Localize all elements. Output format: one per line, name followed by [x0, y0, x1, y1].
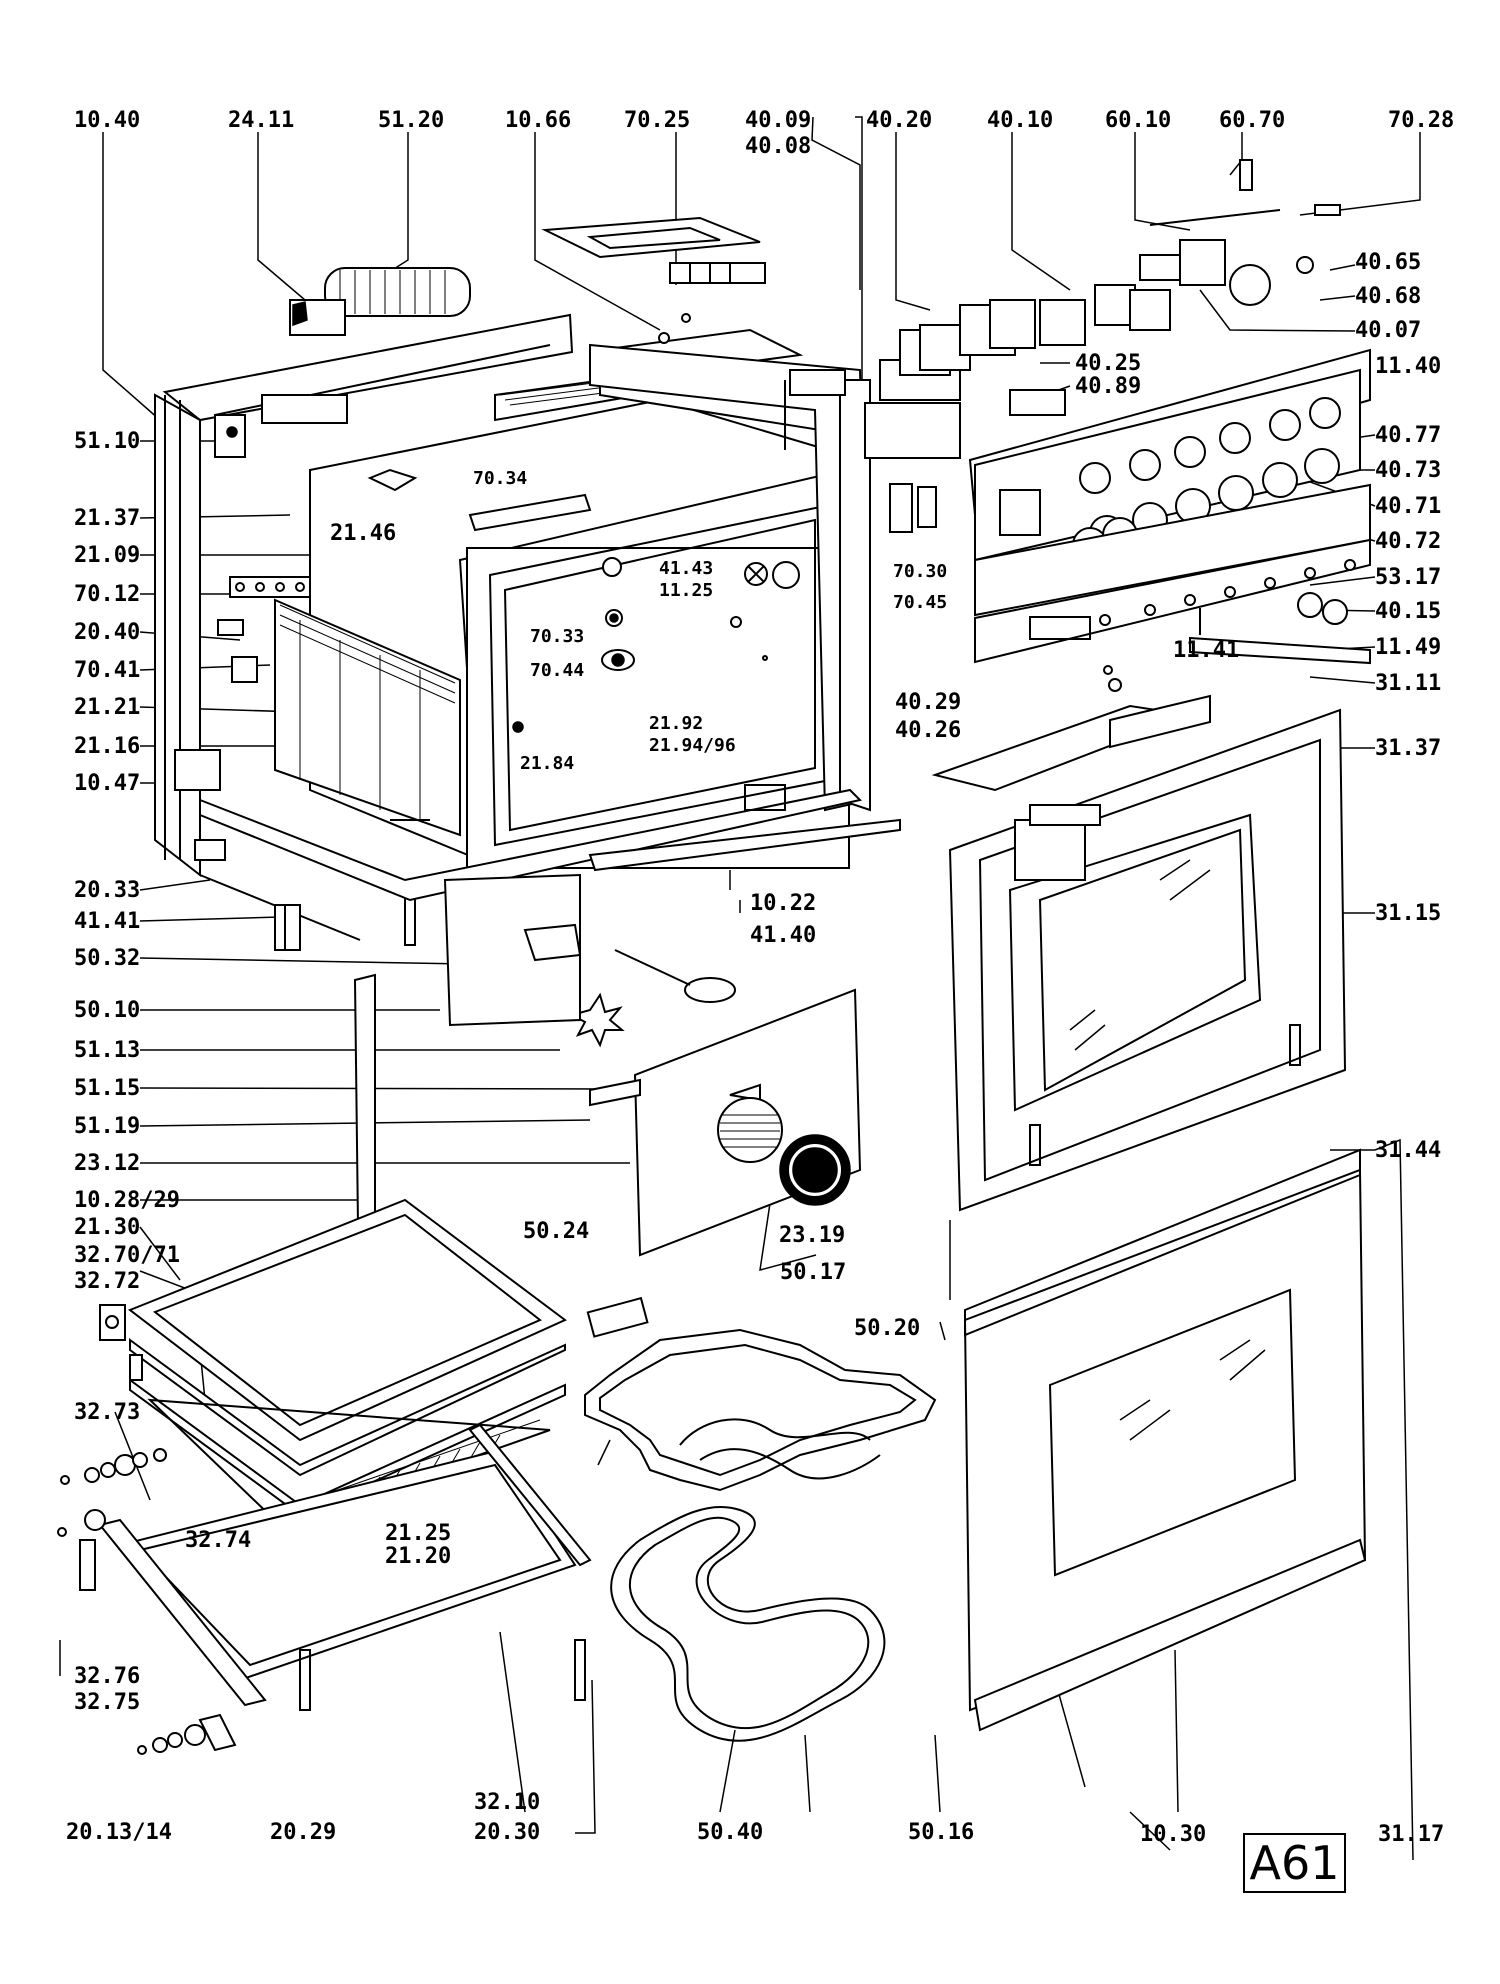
label-51-15: 51.15	[74, 1076, 141, 1101]
label-32-10: 32.10	[474, 1790, 541, 1815]
page-id-badge: A61	[1243, 1833, 1346, 1893]
label-70-12: 70.12	[74, 582, 141, 607]
label-40-65: 40.65	[1355, 250, 1422, 275]
label-60-10: 60.10	[1105, 108, 1172, 133]
label-70-45: 70.45	[893, 592, 948, 613]
label-70-25: 70.25	[624, 108, 691, 133]
label-32-70-71: 32.70/71	[74, 1243, 180, 1268]
top-cover-plate	[541, 216, 766, 344]
label-21-92: 21.92	[649, 713, 704, 734]
oven-cavity	[154, 313, 872, 946]
label-40-73: 40.73	[1375, 458, 1442, 483]
oven-door-upper	[948, 708, 1347, 1212]
label-31-44: 31.44	[1375, 1138, 1442, 1163]
label-21-09: 21.09	[74, 543, 141, 568]
label-40-15: 40.15	[1375, 599, 1442, 624]
label-31-37: 31.37	[1375, 736, 1442, 761]
label-20-29: 20.29	[270, 1820, 337, 1845]
label-70-33: 70.33	[530, 626, 585, 647]
label-51-13: 51.13	[74, 1038, 141, 1063]
label-40-89: 40.89	[1075, 374, 1142, 399]
label-40-07: 40.07	[1355, 318, 1422, 343]
label-70-28: 70.28	[1388, 108, 1455, 133]
label-31-17: 31.17	[1378, 1822, 1445, 1847]
label-40-26: 40.26	[895, 718, 962, 743]
label-53-17: 53.17	[1375, 565, 1442, 590]
label-40-68: 40.68	[1355, 284, 1422, 309]
label-21-20: 21.20	[385, 1544, 452, 1569]
label-40-20: 40.20	[866, 108, 933, 133]
label-40-25: 40.25	[1075, 351, 1142, 376]
label-21-21: 21.21	[74, 695, 141, 720]
label-21-25: 21.25	[385, 1521, 452, 1546]
label-20-30: 20.30	[474, 1820, 541, 1845]
label-21-84: 21.84	[520, 753, 575, 774]
label-41-43: 41.43	[659, 558, 714, 579]
label-21-94-96: 21.94/96	[649, 735, 736, 756]
label-40-29: 40.29	[895, 690, 962, 715]
label-24-11: 24.11	[228, 108, 295, 133]
label-70-30: 70.30	[893, 561, 948, 582]
label-11-25: 11.25	[659, 580, 714, 601]
label-23-12: 23.12	[74, 1151, 141, 1176]
label-51-19: 51.19	[74, 1114, 141, 1139]
label-40-10: 40.10	[987, 108, 1054, 133]
label-50-17: 50.17	[780, 1260, 847, 1285]
label-41-41: 41.41	[74, 909, 141, 934]
fan-blade-and-lamp	[194, 839, 736, 1107]
heating-elements	[584, 1296, 937, 1742]
label-10-40: 10.40	[74, 108, 141, 133]
label-50-32: 50.32	[74, 946, 141, 971]
label-51-20: 51.20	[378, 108, 445, 133]
label-10-66: 10.66	[505, 108, 572, 133]
label-32-75: 32.75	[74, 1690, 141, 1715]
label-32-72: 32.72	[74, 1269, 141, 1294]
label-21-37: 21.37	[74, 506, 141, 531]
label-21-16: 21.16	[74, 734, 141, 759]
label-70-34: 70.34	[473, 468, 528, 489]
switches-and-thermostats	[789, 159, 1341, 533]
label-23-19: 23.19	[779, 1223, 846, 1248]
label-50-20: 50.20	[854, 1316, 921, 1341]
label-32-76: 32.76	[74, 1664, 141, 1689]
label-50-10: 50.10	[74, 998, 141, 1023]
label-20-13-14: 20.13/14	[66, 1820, 172, 1845]
label-32-73: 32.73	[74, 1400, 141, 1425]
label-50-40: 50.40	[697, 1820, 764, 1845]
label-40-09: 40.09	[745, 108, 812, 133]
baking-trays	[98, 1198, 592, 1711]
label-11-40: 11.40	[1375, 354, 1442, 379]
label-11-41: 11.41	[1173, 638, 1240, 663]
label-60-70: 60.70	[1219, 108, 1286, 133]
label-20-33: 20.33	[74, 878, 141, 903]
label-31-15: 31.15	[1375, 901, 1442, 926]
oven-door-lower	[963, 1148, 1367, 1732]
front-panel-strip	[974, 483, 1371, 692]
label-51-10: 51.10	[74, 429, 141, 454]
label-70-41: 70.41	[74, 658, 141, 683]
label-20-40: 20.40	[74, 620, 141, 645]
label-21-46: 21.46	[330, 521, 397, 546]
label-41-40: 41.40	[750, 923, 817, 948]
label-10-22: 10.22	[750, 891, 817, 916]
label-11-49: 11.49	[1375, 635, 1442, 660]
label-50-16: 50.16	[908, 1820, 975, 1845]
door-trim	[931, 636, 1371, 792]
label-10-30: 10.30	[1140, 1822, 1207, 1847]
small-fittings	[57, 1304, 237, 1755]
label-31-11: 31.11	[1375, 671, 1442, 696]
label-40-72: 40.72	[1375, 529, 1442, 554]
label-10-28-29: 10.28/29	[74, 1188, 180, 1213]
label-40-71: 40.71	[1375, 494, 1442, 519]
label-70-44: 70.44	[530, 660, 585, 681]
label-40-77: 40.77	[1375, 423, 1442, 448]
label-21-30: 21.30	[74, 1215, 141, 1240]
label-32-74: 32.74	[185, 1528, 252, 1553]
fan-motor	[289, 267, 471, 336]
label-40-08: 40.08	[745, 134, 812, 159]
back-panel	[633, 988, 862, 1257]
label-50-24: 50.24	[523, 1219, 590, 1244]
label-10-47: 10.47	[74, 771, 141, 796]
